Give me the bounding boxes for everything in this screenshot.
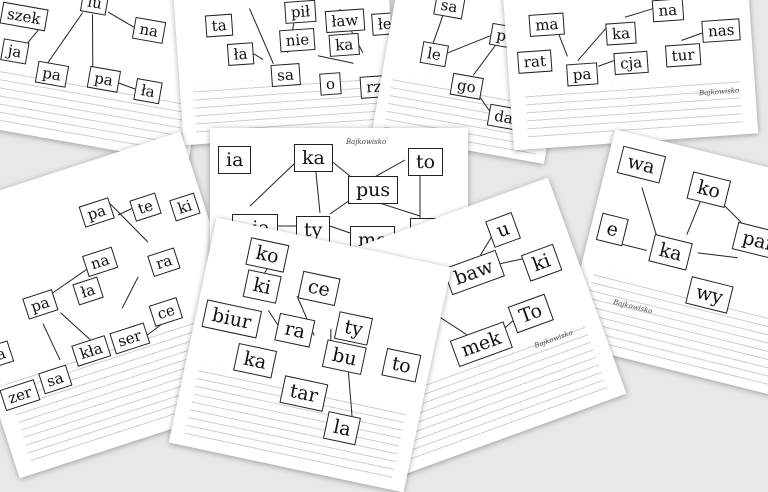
syllable-card: To	[507, 293, 554, 334]
syllable-card: ta	[204, 13, 234, 38]
syllable-card: pus	[348, 176, 399, 204]
syllable-card: ra	[147, 247, 181, 277]
syllable-card: ma	[528, 12, 566, 37]
syllable-card: ko	[245, 237, 290, 273]
syllable-card: ła	[226, 42, 255, 67]
syllable-card: nas	[701, 18, 742, 43]
syllable-card: sa	[270, 63, 301, 88]
syllable-card: pa	[22, 289, 59, 320]
syllable-card: ła	[133, 78, 163, 105]
syllable-card: biur	[201, 299, 262, 339]
syllable-card: le	[419, 41, 449, 68]
syllable-card: ra	[274, 312, 316, 348]
syllable-card: pa	[78, 197, 115, 228]
syllable-card: e	[595, 212, 630, 247]
syllable-card: tur	[664, 43, 702, 68]
worksheet-card: ma na ka nas rat pa cja tur Bajkowisko	[502, 0, 759, 151]
syllable-card: to	[408, 148, 444, 176]
syllable-card: o	[319, 72, 342, 96]
worksheet-card: ta pił ław łek nie ka ła sa o rze	[172, 0, 399, 146]
syllable-card: to	[381, 347, 422, 383]
syllable-card: lu	[79, 0, 110, 16]
syllable-card: na	[82, 246, 118, 278]
syllable-card: rat	[517, 49, 553, 74]
logo: Bajkowisko	[346, 138, 387, 146]
syllable-card: sa	[433, 0, 466, 20]
worksheet-card: ko ce ki ty ra biur bu to ka tar la	[168, 217, 452, 492]
syllable-card: ka	[294, 144, 333, 172]
syllable-card: cja	[613, 50, 649, 76]
syllable-card: pa	[566, 62, 599, 87]
syllable-card: baw	[442, 249, 505, 296]
syllable-card: par	[731, 221, 768, 261]
syllable-card: nie	[279, 27, 316, 53]
syllable-card: szek	[0, 1, 49, 32]
syllable-card: te	[129, 192, 162, 222]
syllable-card: a	[0, 340, 15, 368]
syllable-card: ka	[328, 32, 361, 57]
syllable-card: ła	[72, 276, 104, 306]
syllable-card: bu	[321, 339, 368, 376]
syllable-card: ki	[242, 269, 282, 304]
syllable-card: pił	[284, 0, 317, 24]
syllable-card: wa	[616, 145, 666, 184]
syllable-card: ki	[520, 243, 562, 282]
syllable-card: ce	[297, 270, 341, 307]
syllable-card: ty	[333, 311, 374, 346]
syllable-card: na	[131, 16, 166, 44]
syllable-card: u	[485, 211, 522, 248]
syllable-card: ko	[686, 171, 732, 208]
syllable-card: ia	[218, 146, 252, 174]
syllable-card: ki	[169, 192, 201, 222]
syllable-card: ka	[605, 21, 637, 46]
syllable-card: ja	[0, 38, 30, 65]
syllable-card: na	[651, 0, 684, 23]
syllable-card: ław	[324, 8, 365, 34]
syllable-card: ka	[648, 233, 693, 271]
